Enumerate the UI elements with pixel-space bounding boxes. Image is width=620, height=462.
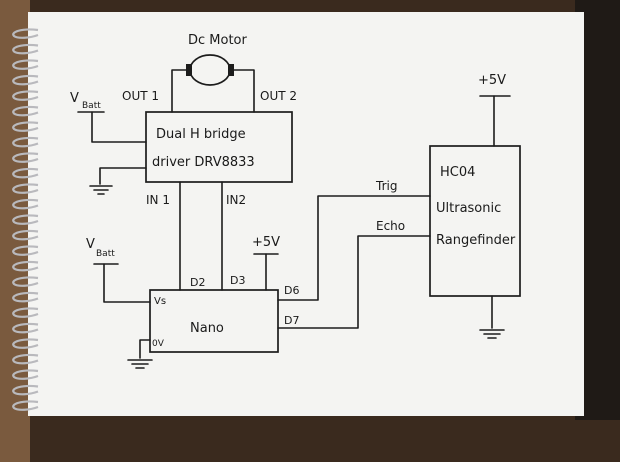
out1-label: OUT 1 bbox=[122, 89, 159, 103]
wire-vbatt-driver bbox=[91, 111, 147, 143]
spiral-loop bbox=[12, 291, 39, 303]
sensor-box bbox=[429, 145, 521, 297]
spiral-loop bbox=[12, 167, 39, 179]
wire-vbatt-nano bbox=[103, 263, 151, 303]
nano-box bbox=[149, 289, 279, 353]
vbatt-top-v: V bbox=[70, 91, 79, 106]
wire-nano-ground bbox=[139, 339, 151, 359]
out2-label: OUT 2 bbox=[260, 89, 297, 103]
ground-symbol-nano bbox=[127, 359, 153, 369]
dc-motor: Dc Motor bbox=[186, 33, 248, 86]
spiral-loop bbox=[12, 307, 39, 318]
wire-out2 bbox=[233, 69, 255, 113]
spiral-loop bbox=[12, 353, 39, 365]
nano-label: Nano bbox=[190, 321, 224, 336]
spiral-loop bbox=[12, 276, 39, 287]
driver-label-line1: Dual H bridge bbox=[156, 127, 246, 142]
spiral-loop bbox=[12, 245, 39, 256]
nano-d7-label: D7 bbox=[284, 314, 299, 327]
nano-0v-label: 0V bbox=[152, 339, 165, 349]
spiral-loop bbox=[12, 183, 39, 194]
spiral-loop bbox=[12, 198, 39, 210]
wire-echo bbox=[277, 235, 431, 329]
driver-box bbox=[145, 111, 293, 183]
spiral-loop bbox=[12, 43, 39, 55]
vbatt-left-sub: Batt bbox=[96, 249, 115, 259]
sensor-label-line2: Ultrasonic bbox=[436, 201, 501, 216]
ground-symbol-sensor bbox=[479, 329, 505, 339]
spiral-loop bbox=[12, 105, 39, 117]
ground-symbol-driver bbox=[89, 185, 113, 195]
motor-terminal-right bbox=[228, 64, 234, 76]
supply-nano-label: +5V bbox=[252, 235, 280, 250]
supply-sensor-label: +5V bbox=[478, 73, 506, 88]
wire-trig bbox=[277, 195, 431, 301]
spiral-loop bbox=[12, 28, 39, 39]
wire-out1 bbox=[171, 69, 187, 113]
spiral-loop bbox=[12, 121, 39, 132]
echo-label: Echo bbox=[376, 219, 405, 233]
spiral-loop bbox=[12, 59, 39, 70]
vbatt-left-v: V bbox=[86, 237, 95, 252]
driver-label-line2: driver DRV8833 bbox=[152, 155, 255, 170]
wire-driver-ground bbox=[99, 167, 147, 185]
nano-vs-label: Vs bbox=[154, 296, 166, 307]
trig-label: Trig bbox=[375, 179, 397, 193]
spiral-loop bbox=[12, 152, 39, 163]
in1-label: IN 1 bbox=[146, 193, 170, 207]
spiral-loop bbox=[12, 384, 39, 396]
vbatt-top-sub: Batt bbox=[82, 101, 101, 111]
sensor-label-line3: Rangefinder bbox=[436, 233, 516, 248]
nano-d3-label: D3 bbox=[230, 274, 245, 287]
spiral-loop bbox=[12, 369, 39, 380]
in2-label: IN2 bbox=[226, 193, 246, 207]
spiral-loop bbox=[12, 400, 39, 411]
spiral-binding bbox=[12, 28, 39, 411]
spiral-loop bbox=[12, 74, 39, 86]
motor-terminal-left bbox=[186, 64, 192, 76]
spiral-loop bbox=[12, 260, 39, 272]
spiral-loop bbox=[12, 322, 39, 334]
motor-label: Dc Motor bbox=[188, 33, 248, 48]
spiral-loop bbox=[12, 229, 39, 241]
spiral-loop bbox=[12, 136, 39, 148]
paper-sheet bbox=[28, 12, 584, 416]
sensor-label-line1: HC04 bbox=[440, 165, 475, 180]
nano-d6-label: D6 bbox=[284, 284, 299, 297]
spiral-loop bbox=[12, 338, 39, 349]
spiral-loop bbox=[12, 214, 39, 225]
spiral-loop bbox=[12, 90, 39, 101]
nano-d2-label: D2 bbox=[190, 276, 205, 289]
